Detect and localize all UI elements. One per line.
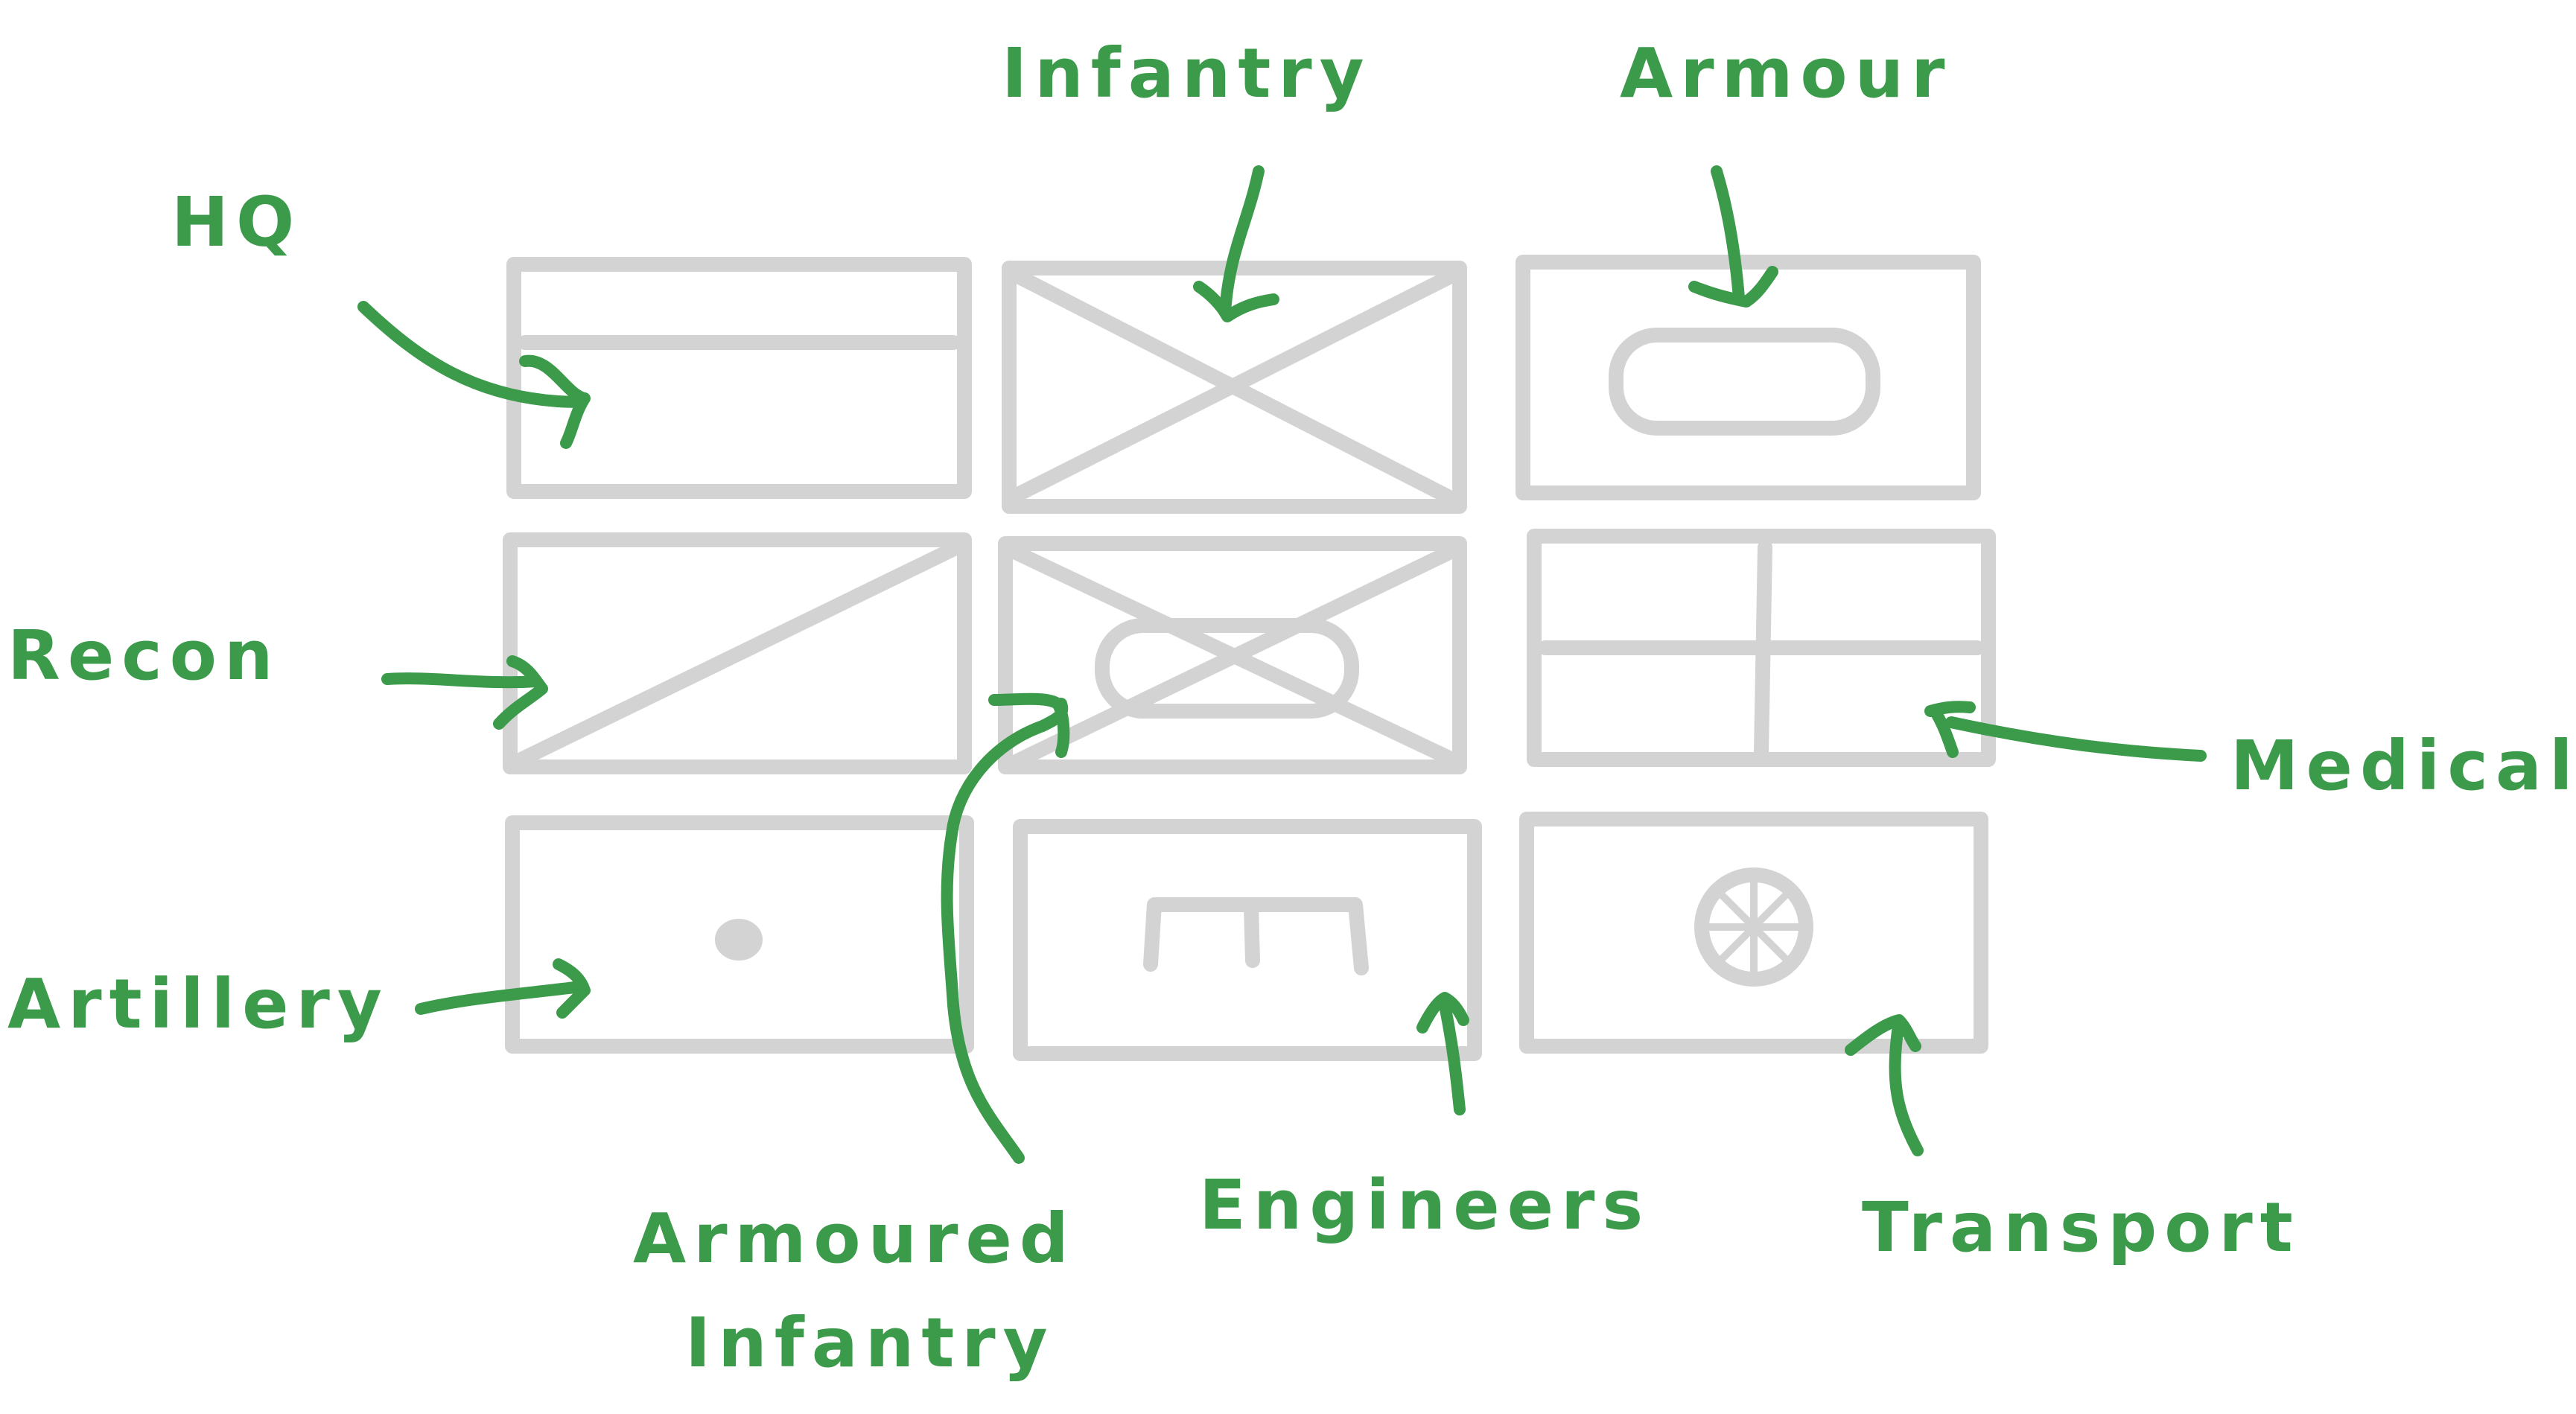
infantry-cross-icon [1009,268,1460,506]
hq-frame [506,257,972,499]
armoured-infantry-symbol [998,536,1467,774]
label-armoured-infantry-line1: Armoured [633,1199,1076,1278]
artillery-frame [505,815,974,1054]
transport-symbol [1519,812,1988,1054]
hq-symbol [506,257,972,499]
label-artillery: Artillery [7,964,389,1044]
recon-slash-icon [514,540,964,767]
armoured-infantry-cross-icon [1005,544,1460,771]
transport-wheel-icon [1694,867,1813,987]
medical-cross-icon [1538,540,1985,759]
armour-frame [1516,255,1981,500]
engineers-frame [1013,819,1482,1061]
armour-track-icon [1609,328,1880,436]
medical-frame [1527,529,1996,767]
recon-symbol [503,532,972,774]
infantry-symbol [1002,261,1467,514]
label-hq: HQ [171,182,302,262]
engineers-arrow [1416,992,1469,1115]
label-transport: Transport [1862,1188,2300,1267]
armoured-infantry-arrow [941,692,1070,1164]
artillery-symbol [505,815,974,1054]
label-engineers: Engineers [1199,1165,1650,1245]
medical-arrow [1924,701,2207,762]
label-recon: Recon [7,616,280,695]
recon-arrow [381,655,548,730]
label-medical: Medical [2230,726,2576,806]
medical-symbol [1527,529,1996,767]
armour-symbol [1516,255,1981,500]
label-infantry: Infantry [1002,34,1372,113]
armoured-infantry-frame [998,536,1467,774]
hq-arrow [357,301,591,449]
transport-frame [1519,812,1988,1054]
artillery-dot-icon [715,919,763,961]
label-armoured-infantry-line2: Infantry [685,1303,1055,1383]
transport-arrow [1845,1014,1924,1156]
armour-arrow [1688,165,1778,308]
infantry-arrow [1193,165,1279,322]
armoured-infantry-track-icon [1095,618,1359,719]
engineers-bridge-icon [1143,897,1369,975]
engineers-symbol [1013,819,1482,1061]
recon-frame [503,532,972,774]
label-armour: Armour [1620,34,1953,113]
artillery-arrow [415,958,591,1019]
